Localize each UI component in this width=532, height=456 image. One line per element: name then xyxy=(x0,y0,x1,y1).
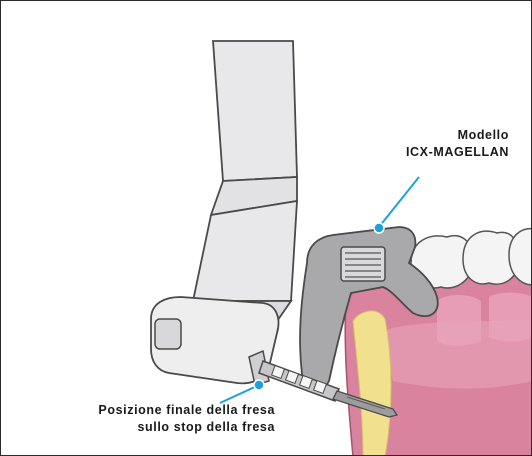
model-callout-dot xyxy=(374,223,384,233)
model-label-line2: ICX-MAGELLAN xyxy=(406,144,509,161)
model-callout xyxy=(374,177,419,233)
dental-handpiece xyxy=(151,41,297,385)
drill-position-label-line1: Posizione finale della fresa xyxy=(17,402,275,419)
drill-position-label-line2: sullo stop della fresa xyxy=(17,419,275,436)
drill-position-label: Posizione finale della fresa sullo stop … xyxy=(17,402,275,436)
model-label: Modello ICX-MAGELLAN xyxy=(406,127,509,161)
position-callout-dot xyxy=(254,380,264,390)
guide-sleeve xyxy=(341,247,385,281)
model-label-line1: Modello xyxy=(406,127,509,144)
